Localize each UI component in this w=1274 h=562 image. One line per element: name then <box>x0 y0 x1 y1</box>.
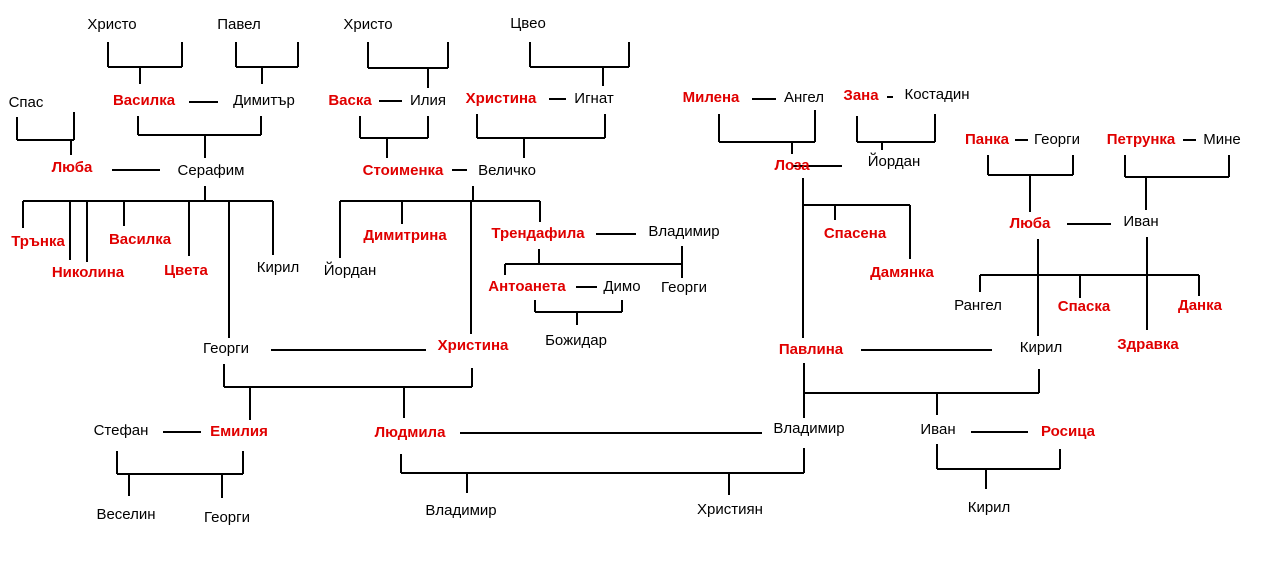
person-rangel: Рангел <box>954 297 1002 314</box>
person-antoaneta: Антоанета <box>488 278 566 295</box>
person-trunka: Трънка <box>11 233 65 250</box>
person-georgi3: Георги <box>203 340 249 357</box>
person-tsveo: Цвео <box>510 15 546 32</box>
person-bozhidar: Божидар <box>545 332 607 349</box>
person-loza: Лоза <box>774 157 810 174</box>
person-dimo: Димо <box>603 278 641 295</box>
person-mine: Мине <box>1203 131 1241 148</box>
person-vasilka1: Василка <box>112 92 176 109</box>
person-hristo1: Христо <box>87 16 137 33</box>
person-zdravka: Здравка <box>1117 336 1179 353</box>
person-emiliya: Емилия <box>210 423 268 440</box>
person-milena: Милена <box>682 89 740 106</box>
person-iliya: Илия <box>409 92 447 109</box>
person-serafim: Серафим <box>177 162 245 179</box>
person-georgi2: Георги <box>661 279 707 296</box>
person-pavlina: Павлина <box>778 341 844 358</box>
person-lyuba2: Люба <box>1009 215 1051 232</box>
person-vladimir3: Владимир <box>425 502 497 519</box>
person-nikolina: Николина <box>51 264 125 281</box>
person-danka: Данка <box>1178 297 1222 314</box>
person-tsveta: Цвета <box>164 262 208 279</box>
person-vladimir2: Владимир <box>773 420 845 437</box>
person-vladimir1: Владимир <box>648 223 720 240</box>
person-spasena: Спасена <box>823 225 887 242</box>
person-stoimenka: Стоименка <box>362 162 444 179</box>
person-petrunka: Петрунка <box>1106 131 1176 148</box>
person-angel: Ангел <box>783 89 825 106</box>
person-ivan1: Иван <box>1123 213 1159 230</box>
person-lyuba1: Люба <box>51 159 93 176</box>
person-spaska: Спаска <box>1057 298 1111 315</box>
person-hristo2: Христо <box>343 16 393 33</box>
person-kiril1: Кирил <box>256 259 300 276</box>
person-pavel: Павел <box>217 16 261 33</box>
person-ivan2: Иван <box>920 421 956 438</box>
person-velichko: Величко <box>478 162 536 179</box>
person-spas: Спас <box>8 94 44 111</box>
person-hristina2: Христина <box>437 337 509 354</box>
person-vasilka2: Василка <box>108 231 172 248</box>
person-yordan1: Йордан <box>867 153 921 170</box>
person-dimitrina: Димитрина <box>363 227 447 244</box>
person-zana: Зана <box>843 87 879 104</box>
person-yordan2: Йордан <box>323 262 377 279</box>
person-stefan: Стефан <box>93 422 149 439</box>
person-georgi1: Георги <box>1034 131 1080 148</box>
person-kiril3: Кирил <box>967 499 1011 516</box>
person-dimitar: Димитър <box>233 92 295 109</box>
person-vaska: Васка <box>328 92 372 109</box>
person-trendafila: Трендафила <box>491 225 585 242</box>
person-hristina1: Христина <box>465 90 537 107</box>
person-hristian: Християн <box>697 501 763 518</box>
person-georgi4: Георги <box>204 509 250 526</box>
person-damyanka: Дамянка <box>870 264 934 281</box>
person-lyudmila: Людмила <box>374 424 446 441</box>
person-ignat: Игнат <box>574 90 614 107</box>
person-kostadin: Костадин <box>904 86 970 103</box>
person-kiril2: Кирил <box>1019 339 1063 356</box>
person-rositsa: Росица <box>1041 423 1095 440</box>
person-panka: Панка <box>964 131 1010 148</box>
person-veselin: Веселин <box>96 506 156 523</box>
